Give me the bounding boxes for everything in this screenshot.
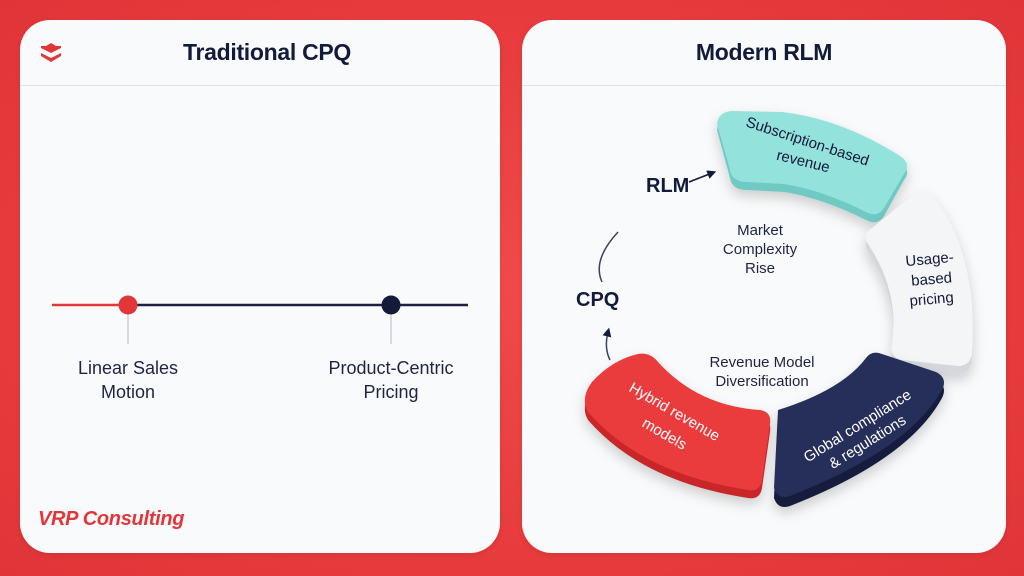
segment-subscription [717,111,908,223]
label-line: Revenue Model [709,354,815,371]
label-line: Motion [100,382,156,402]
panel-header: Modern RLM [522,20,1006,86]
center-label-revenue-diversification: Revenue Model Diversification [682,353,842,391]
label-line: Market [737,222,783,239]
label-line: Diversification [715,373,809,390]
timeline-point-product-centric [381,295,401,315]
label-line: Complexity [722,241,798,258]
brand-logo-text: VRP Consulting [38,508,185,530]
traditional-cpq-panel: Traditional CPQ Linear Sales Motion Prod… [20,20,500,553]
label-line: Linear Sales [77,358,179,378]
timeline-point-linear-sales [118,295,138,315]
cycle-label-rlm: RLM [646,175,690,197]
segment-label: Usage- [905,249,955,270]
segment-usage [865,191,973,374]
panel-title: Traditional CPQ [182,39,352,65]
label-line: Pricing [363,382,419,402]
cycle-label-cpq: CPQ [576,289,620,311]
segment-label: pricing [909,289,955,310]
timeline-label: Product-Centric Pricing [306,356,476,404]
cycle-arrow-right [688,170,717,183]
modern-rlm-panel: Modern RLM [522,20,1006,553]
segment-global-compliance [774,352,944,507]
segment-hybrid [584,353,771,499]
center-label-market-complexity: Market Complexity Rise [690,221,830,278]
timeline [52,295,468,344]
label-line: Product-Centric [328,358,454,378]
stacked-layers-icon [41,43,61,62]
panel-header: Traditional CPQ [20,20,500,86]
timeline-label: Linear Sales Motion [43,356,213,404]
label-line: Rise [744,260,775,277]
panel-title: Modern RLM [695,39,833,65]
cycle-arrow-up [602,327,612,361]
rlm-cycle-diagram: Subscription-based revenue Usage- based … [584,111,973,507]
segment-label: based [911,269,953,289]
cycle-arc [598,231,619,283]
